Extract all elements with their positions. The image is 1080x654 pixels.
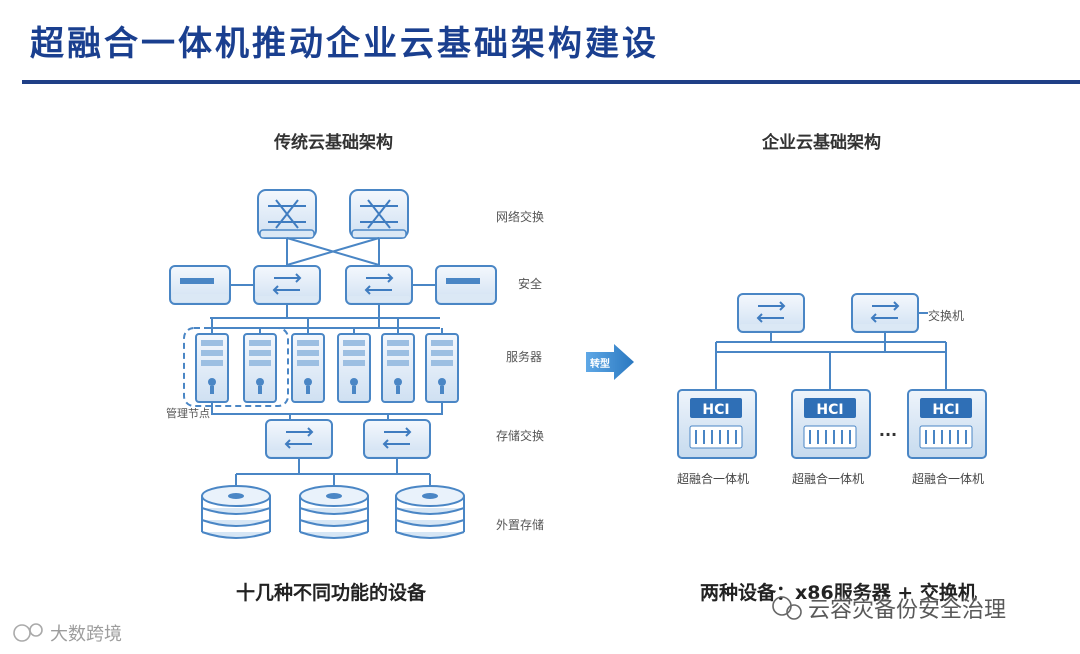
server-icon-2 bbox=[243, 333, 277, 403]
layer-label-server: 服务器 bbox=[506, 350, 543, 364]
hci-node-icon-3 bbox=[907, 389, 987, 459]
server-icon-5 bbox=[381, 333, 415, 403]
storage-switch-icon-2 bbox=[363, 419, 431, 459]
cluster-label: 管理节点 bbox=[166, 407, 210, 420]
network-switch-icon-2 bbox=[345, 265, 413, 305]
storage-switch-icon-1 bbox=[265, 419, 333, 459]
hci-node-icon-1 bbox=[677, 389, 757, 459]
layer-label-security: 安全 bbox=[518, 277, 543, 291]
page-title: 超融合一体机推动企业云基础架构建设 bbox=[30, 24, 659, 64]
management-cluster-box bbox=[183, 327, 289, 407]
core-switch-icon-1 bbox=[737, 293, 805, 333]
weibo-logo-icon bbox=[13, 623, 43, 642]
storage-array-icon-2 bbox=[299, 485, 369, 539]
hci-badge-2: HCI bbox=[816, 402, 843, 418]
watermark-left: 大数跨境 bbox=[50, 624, 122, 645]
transition-arrow-icon bbox=[586, 344, 634, 380]
hci-node-icon-2 bbox=[791, 389, 871, 459]
hci-badge-3: HCI bbox=[932, 402, 959, 418]
watermark-right: 云容灾备份安全治理 bbox=[808, 598, 1007, 623]
security-device-icon-2 bbox=[435, 265, 497, 305]
wechat-icon bbox=[772, 596, 802, 620]
server-icon-4 bbox=[337, 333, 371, 403]
hci-badge-1: HCI bbox=[702, 402, 729, 418]
hci-ellipsis: ··· bbox=[879, 425, 897, 444]
server-icon-6 bbox=[425, 333, 459, 403]
storage-array-icon-3 bbox=[395, 485, 465, 539]
title-divider bbox=[22, 80, 1080, 84]
hci-node-label-2: 超融合一体机 bbox=[792, 472, 865, 486]
core-router-icon-1 bbox=[257, 189, 317, 239]
left-caption: 十几种不同功能的设备 bbox=[236, 582, 427, 604]
layer-label-network: 网络交换 bbox=[496, 210, 545, 224]
storage-array-icon-1 bbox=[201, 485, 271, 539]
hci-node-label-3: 超融合一体机 bbox=[912, 472, 985, 486]
core-router-icon-2 bbox=[349, 189, 409, 239]
left-panel-heading: 传统云基础架构 bbox=[274, 133, 393, 153]
core-switch-icon-2 bbox=[851, 293, 919, 333]
hci-node-label-1: 超融合一体机 bbox=[677, 472, 750, 486]
arrow-label: 转型 bbox=[590, 357, 610, 370]
network-switch-icon-1 bbox=[253, 265, 321, 305]
layer-label-storage-switch: 存储交换 bbox=[496, 429, 545, 443]
right-panel-heading: 企业云基础架构 bbox=[762, 133, 881, 153]
server-icon-1 bbox=[195, 333, 229, 403]
server-icon-3 bbox=[291, 333, 325, 403]
right-caption: 两种设备：x86服务器 + 交换机 bbox=[700, 582, 977, 604]
security-device-icon-1 bbox=[169, 265, 231, 305]
right-switch-label: 交换机 bbox=[928, 309, 965, 323]
layer-label-external-storage: 外置存储 bbox=[496, 518, 545, 532]
